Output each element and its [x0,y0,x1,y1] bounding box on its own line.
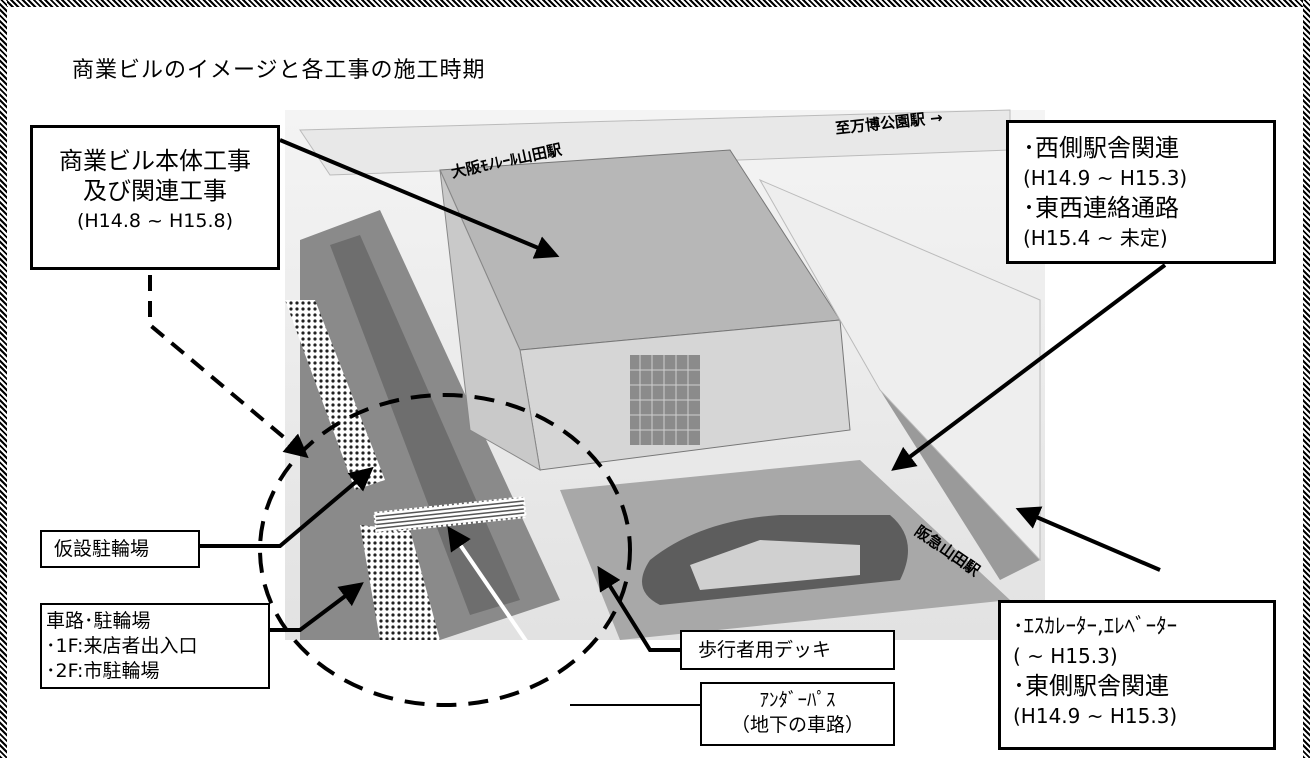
chain-border-right [1303,0,1310,758]
chain-border-left [0,0,7,758]
page-title: 商業ビルのイメージと各工事の施工時期 [72,58,486,83]
box-east-station: ･ｴｽｶﾚｰﾀｰ,ｴﾚﾍﾞｰﾀｰ ( ~ H15.3) ･東側駅舎関連 (H14… [998,600,1276,750]
arrow-dashed-from-main [148,275,309,459]
arrow-west-station [891,263,1167,471]
box-pedestrian-deck: 歩行者用デッキ [680,630,895,670]
arrow-main-building [279,138,560,259]
arrow-road-bicycle [270,582,364,632]
arrow-temp-bicycle [200,466,374,548]
focus-area-dashed-circle [258,393,632,707]
chain-border-top [0,0,1310,7]
building-photo [285,109,1045,640]
box-main-construction: 商業ビル本体工事 及び関連工事 (H14.8 ~ H15.8) [30,125,280,270]
box-temp-bicycle: 仮設駐輪場 [40,530,200,568]
box-west-station: ･西側駅舎関連 (H14.9 ~ H15.3) ･東西連絡通路 (H15.4 ~… [1006,120,1276,264]
box-road-bicycle: 車路･駐輪場 ･1F:来店者出入口 ･2F:市駐輪場 [40,603,270,689]
box-underpass: ｱﾝﾀﾞｰﾊﾟｽ （地下の車路） [700,682,895,746]
arrow-underpass [447,526,572,707]
arrow-east-station [1015,506,1161,572]
arrow-pedestrian-deck [597,565,680,652]
